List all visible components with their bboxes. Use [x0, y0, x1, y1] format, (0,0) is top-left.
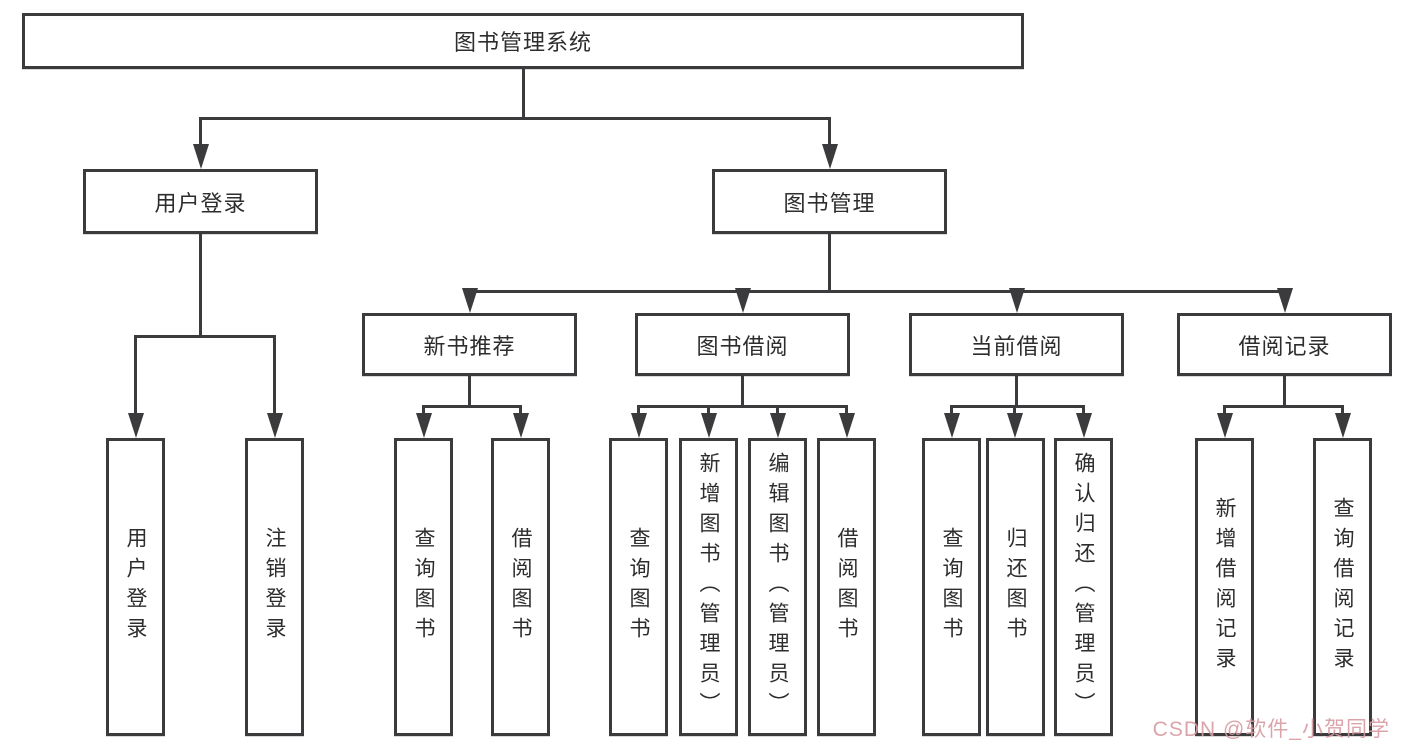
connector-line: [741, 376, 744, 408]
node-library-system: 图书管理系统: [22, 13, 1024, 69]
connector-line: [468, 290, 1286, 293]
arrow-down-icon: [821, 144, 838, 169]
node-current-borrow: 当前借阅: [909, 313, 1124, 376]
connector-line: [1082, 405, 1085, 414]
arrow-down-icon: [769, 413, 786, 438]
leaf-user-login: 用户登录: [106, 438, 165, 736]
connector-line: [637, 405, 640, 414]
arrow-down-icon: [1008, 288, 1025, 313]
node-user-login: 用户登录: [83, 169, 318, 234]
leaf-add-book-admin: 新增图书（管理员）: [679, 438, 738, 736]
arrow-down-icon: [512, 413, 529, 438]
leaf-borrow-book-2: 借阅图书: [817, 438, 876, 736]
connector-line: [1013, 405, 1016, 414]
arrow-down-icon: [838, 413, 855, 438]
arrow-down-icon: [1216, 413, 1233, 438]
arrow-down-icon: [266, 413, 283, 438]
arrow-down-icon: [461, 288, 478, 313]
leaf-logout-login: 注销登录: [245, 438, 304, 736]
arrow-down-icon: [734, 288, 751, 313]
connector-line: [1223, 405, 1344, 408]
arrow-down-icon: [630, 413, 647, 438]
arrow-down-icon: [943, 413, 960, 438]
node-borrow-record: 借阅记录: [1177, 313, 1392, 376]
leaf-query-book-2: 查询图书: [609, 438, 668, 736]
connector-line: [776, 405, 779, 414]
leaf-edit-book-admin: 编辑图书（管理员）: [748, 438, 807, 736]
node-new-book-recommend: 新书推荐: [362, 313, 577, 376]
arrow-down-icon: [1075, 413, 1092, 438]
leaf-confirm-return-admin: 确认归还（管理员）: [1054, 438, 1113, 736]
arrow-down-icon: [1006, 413, 1023, 438]
connector-line: [845, 405, 848, 414]
arrow-down-icon: [700, 413, 717, 438]
connector-line: [1223, 405, 1226, 414]
arrow-down-icon: [415, 413, 432, 438]
connector-line: [707, 405, 710, 414]
leaf-query-book-1: 查询图书: [394, 438, 453, 736]
connector-line: [134, 335, 137, 414]
connector-line: [828, 234, 831, 292]
node-book-borrow: 图书借阅: [635, 313, 850, 376]
leaf-query-book-3: 查询图书: [922, 438, 981, 736]
connector-line: [950, 405, 953, 414]
connector-line: [422, 405, 425, 414]
leaf-add-borrow-record: 新增借阅记录: [1195, 438, 1254, 736]
connector-line: [273, 335, 276, 414]
leaf-return-book: 归还图书: [986, 438, 1045, 736]
connector-line: [1341, 405, 1344, 414]
arrow-down-icon: [127, 413, 144, 438]
connector-line: [199, 117, 202, 145]
connector-line: [199, 234, 202, 338]
connector-line: [422, 405, 522, 408]
connector-line: [1283, 376, 1286, 408]
connector-line: [521, 69, 525, 120]
connector-line: [468, 376, 471, 408]
arrow-down-icon: [192, 144, 209, 169]
leaf-borrow-book-1: 借阅图书: [491, 438, 550, 736]
connector-line: [519, 405, 522, 414]
connector-line: [199, 117, 831, 120]
connector-line: [950, 405, 1085, 408]
node-book-management: 图书管理: [712, 169, 947, 234]
arrow-down-icon: [1334, 413, 1351, 438]
watermark-text: CSDN @软件_小贺同学: [1152, 718, 1390, 741]
connector-line: [637, 405, 848, 408]
connector-line: [1015, 376, 1018, 408]
connector-line: [134, 335, 276, 338]
leaf-query-borrow-record: 查询借阅记录: [1313, 438, 1372, 736]
arrow-down-icon: [1276, 288, 1293, 313]
connector-line: [828, 117, 831, 145]
